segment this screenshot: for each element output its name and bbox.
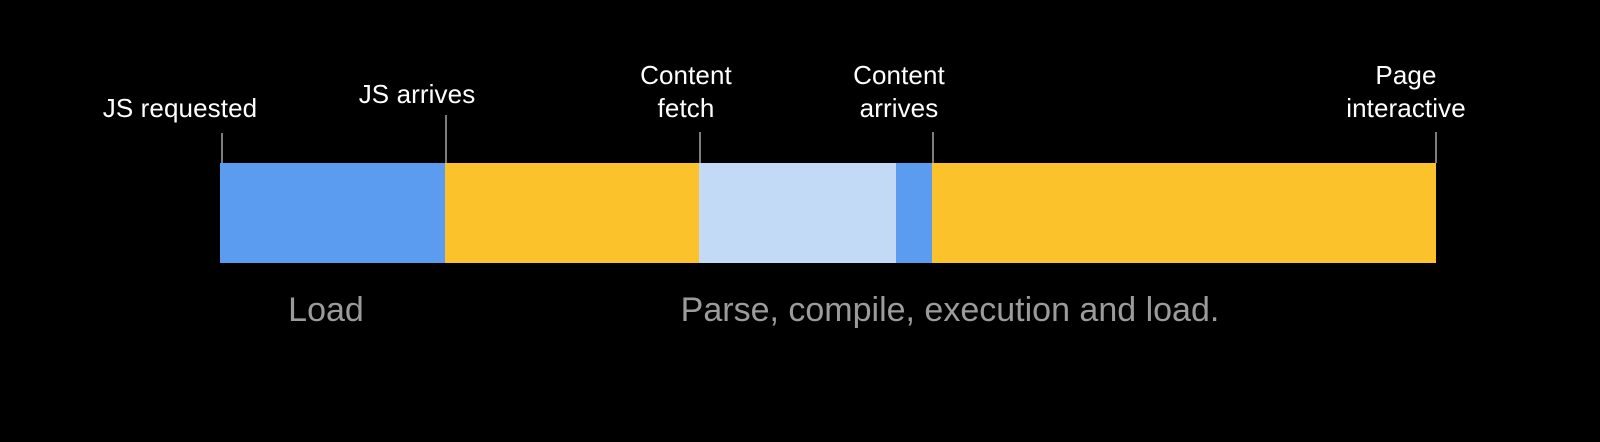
bar-segment-load bbox=[220, 163, 445, 263]
tick-line-content-arrives bbox=[932, 132, 934, 163]
bar-segment-content-fetch bbox=[699, 163, 896, 263]
tick-line-content-fetch bbox=[699, 132, 701, 163]
bar-segment-content-load bbox=[896, 163, 932, 263]
tick-line-js-arrives bbox=[445, 115, 447, 163]
bar-segment-parse-compile-1 bbox=[445, 163, 699, 263]
phase-caption-parse: Parse, compile, execution and load. bbox=[680, 291, 1220, 329]
marker-label-line: Content bbox=[853, 60, 945, 90]
marker-label-line: Content bbox=[640, 60, 732, 90]
tick-line-js-requested bbox=[221, 133, 223, 163]
timeline-bar bbox=[220, 163, 1436, 263]
marker-label-js-arrives: JS arrives bbox=[359, 78, 476, 111]
marker-label-line: JS arrives bbox=[358, 79, 476, 109]
marker-label-line: JS requested bbox=[102, 93, 258, 123]
marker-label-line: arrives bbox=[859, 93, 939, 124]
marker-label-js-requested: JS requested bbox=[103, 92, 257, 125]
marker-label-line: interactive bbox=[1346, 93, 1466, 124]
phase-caption-load: Load bbox=[288, 291, 364, 329]
marker-label-line: fetch bbox=[657, 93, 715, 124]
tick-line-page-interactive bbox=[1435, 132, 1437, 163]
marker-label-line: Page bbox=[1375, 60, 1437, 90]
bar-segment-parse-compile-2 bbox=[932, 163, 1436, 263]
